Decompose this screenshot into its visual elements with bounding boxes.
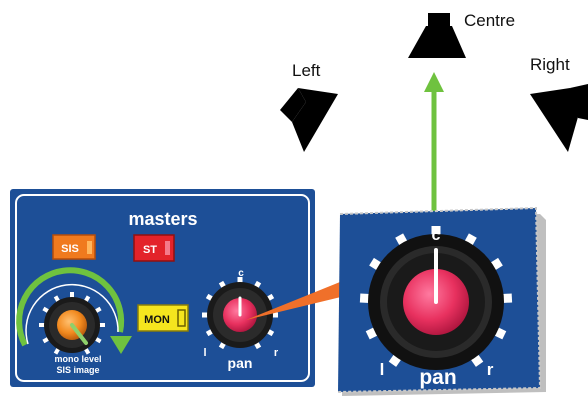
zoom-tick-centre: c — [432, 227, 441, 244]
pan-zoom-inset: c l r pan — [337, 206, 546, 396]
knob-tick-mark — [83, 347, 91, 355]
zoom-connector — [246, 282, 345, 320]
mono-knob-pointer — [70, 323, 88, 345]
zoom-tick-left: l — [380, 360, 385, 379]
knob-tick-mark — [53, 347, 61, 355]
st-button[interactable]: ST — [133, 234, 175, 262]
masters-panel: masters SIS ST MON — [10, 189, 315, 387]
speaker-left: Left — [280, 61, 338, 152]
speaker-centre-label: Centre — [464, 11, 515, 30]
sis-button[interactable]: SIS — [52, 234, 96, 260]
mono-level-label: mono level — [54, 354, 101, 364]
speaker-icon — [280, 88, 338, 152]
zoom-tick-right: r — [487, 360, 494, 379]
pan-label: pan — [228, 355, 253, 371]
st-led-icon — [165, 241, 170, 255]
speaker-centre: Centre — [408, 11, 515, 58]
direction-arrow — [424, 72, 444, 212]
sis-led-icon — [87, 241, 92, 254]
masters-title: masters — [128, 209, 197, 229]
pan-tick-right: r — [274, 347, 279, 359]
speaker-icon — [408, 13, 466, 58]
st-button-label: ST — [143, 244, 157, 256]
mon-button[interactable]: MON — [137, 304, 189, 332]
sis-button-label: SIS — [61, 243, 79, 255]
knob-tick-mark — [53, 295, 61, 303]
mono-level-knob[interactable] — [39, 292, 105, 355]
speaker-right: Right — [530, 55, 588, 152]
zoom-pan-knob — [368, 234, 504, 370]
rotation-arrow-icon — [16, 267, 132, 354]
zoom-pan-label: pan — [419, 366, 456, 389]
pan-tick-centre: c — [238, 268, 244, 279]
sis-image-label: SIS image — [56, 365, 99, 375]
mon-led-icon — [177, 309, 186, 327]
mon-button-label: MON — [144, 314, 170, 326]
pan-tick-left: l — [203, 347, 206, 359]
knob-tick-mark — [83, 295, 91, 303]
speaker-icon — [530, 84, 588, 152]
pan-knob[interactable] — [202, 277, 278, 350]
speaker-left-label: Left — [292, 61, 321, 80]
speaker-right-label: Right — [530, 55, 570, 74]
